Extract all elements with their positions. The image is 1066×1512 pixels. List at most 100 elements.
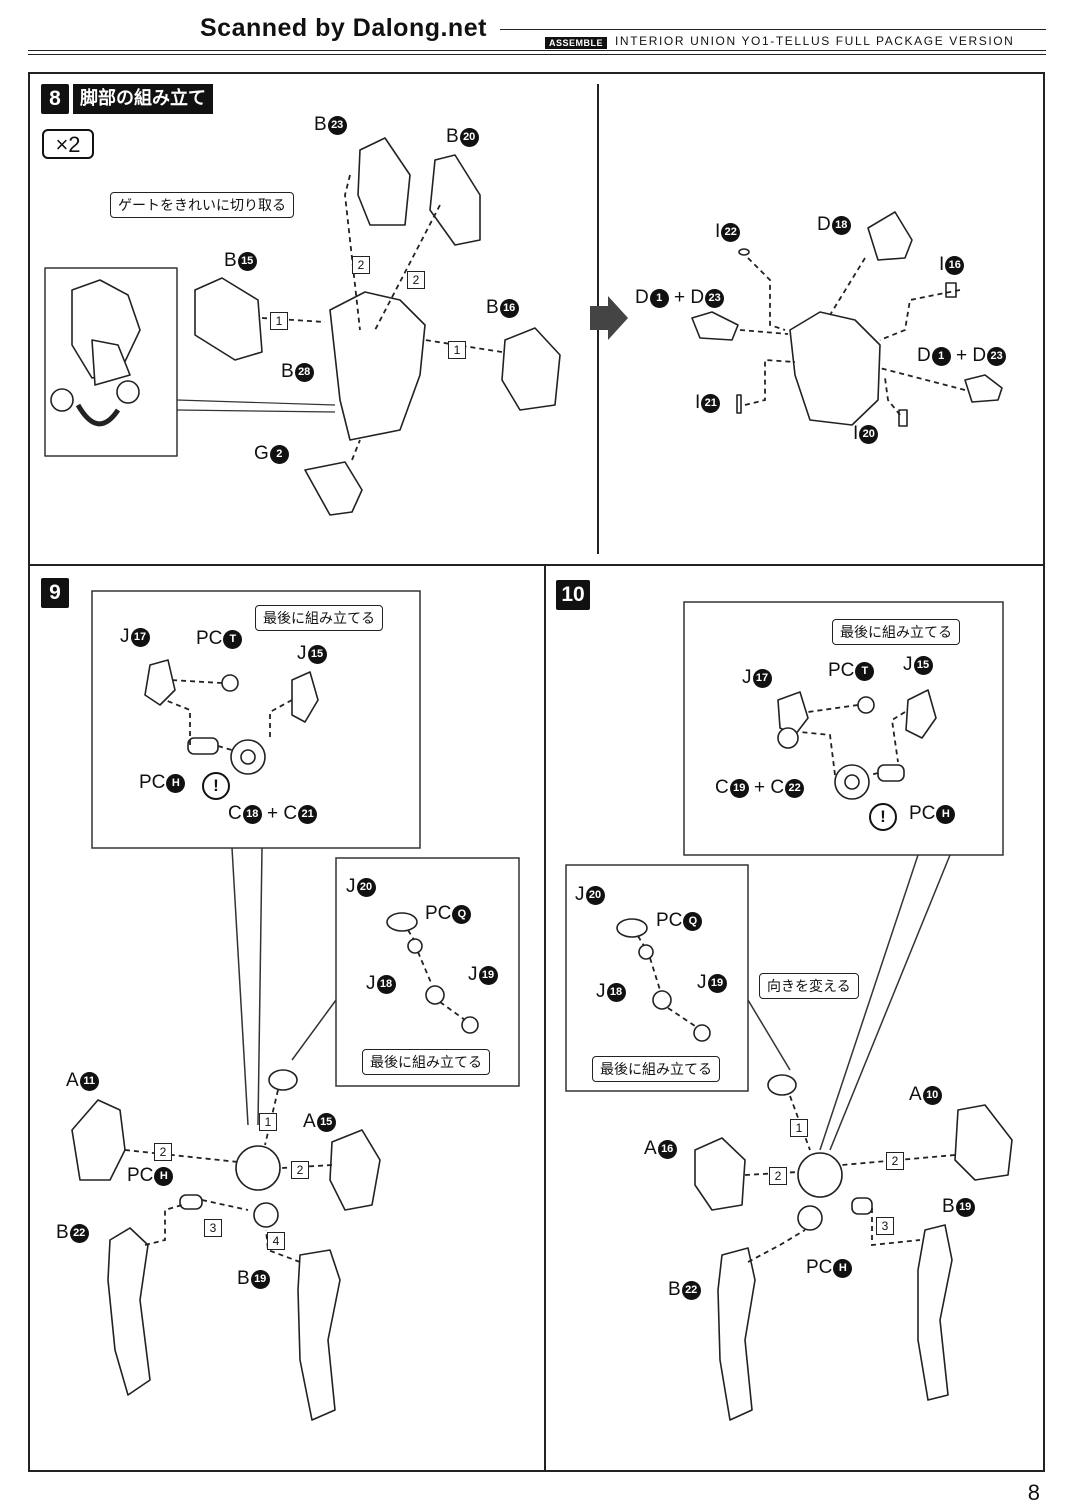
part-letter: B bbox=[237, 1268, 250, 1289]
part-number-badge: 21 bbox=[298, 805, 318, 824]
part-letter: J bbox=[120, 626, 130, 647]
sequence-badge: 2 bbox=[352, 256, 370, 274]
inset-box-b bbox=[335, 857, 520, 1087]
part-letter: PC bbox=[139, 772, 166, 793]
part-number-badge: 20 bbox=[356, 878, 376, 897]
guide-line bbox=[649, 957, 661, 991]
part-letter: B bbox=[486, 297, 499, 318]
scan-watermark: Scanned by Dalong.net bbox=[200, 14, 487, 42]
quantity-multiplier: ×2 bbox=[42, 129, 94, 159]
part-letter: B bbox=[56, 1222, 69, 1243]
guide-line bbox=[164, 699, 191, 745]
part-letter: PC bbox=[828, 660, 855, 681]
step-number: 10 bbox=[556, 580, 590, 610]
callout-line bbox=[257, 847, 263, 1126]
part-pcq bbox=[638, 944, 654, 960]
part-number-badge: 22 bbox=[69, 1224, 89, 1243]
callout-line bbox=[231, 847, 249, 1126]
part-number-badge: 22 bbox=[681, 1281, 701, 1300]
part-number-badge: 17 bbox=[130, 628, 150, 647]
part-number-badge: 21 bbox=[701, 394, 721, 413]
part-letter: J bbox=[903, 654, 913, 675]
part-j19 bbox=[461, 1016, 479, 1034]
part-letter: D bbox=[917, 345, 931, 366]
guide-line bbox=[744, 359, 796, 406]
part-number-badge: 19 bbox=[955, 1198, 975, 1217]
part-number-badge: 28 bbox=[294, 363, 314, 382]
part-letter: A bbox=[644, 1138, 657, 1159]
guide-line bbox=[667, 1007, 699, 1029]
part-letter: C bbox=[770, 777, 785, 798]
sequence-badge: 4 bbox=[267, 1232, 285, 1250]
part-number-badge: 17 bbox=[752, 669, 772, 688]
sequence-badge: 1 bbox=[270, 312, 288, 330]
guide-line bbox=[144, 1204, 183, 1246]
part-j17-peg bbox=[777, 727, 799, 749]
part-number-badge: 15 bbox=[913, 656, 933, 675]
part-b19 bbox=[297, 1249, 341, 1421]
part-letter: A bbox=[909, 1084, 922, 1105]
part-number-badge: 18 bbox=[242, 805, 262, 824]
caution-icon: ! bbox=[869, 803, 897, 831]
part-letter: A bbox=[66, 1070, 79, 1091]
part-letter: J bbox=[468, 964, 478, 985]
part-j17 bbox=[777, 691, 809, 736]
guide-line bbox=[747, 257, 786, 331]
part-b16 bbox=[501, 327, 561, 411]
part-assembly-right bbox=[789, 311, 881, 426]
part-b22 bbox=[717, 1247, 756, 1421]
part-letter: PC bbox=[909, 803, 936, 824]
part-number-badge: T bbox=[855, 662, 875, 681]
part-number-badge: 15 bbox=[316, 1113, 336, 1132]
part-pch-main bbox=[851, 1197, 873, 1215]
header-rule bbox=[28, 50, 1046, 51]
guide-line bbox=[879, 367, 966, 391]
gate-inset-box bbox=[44, 267, 178, 457]
part-core bbox=[235, 1145, 281, 1191]
part-c19-c22-hole bbox=[844, 774, 860, 790]
guide-line bbox=[799, 731, 836, 776]
part-letter: PC bbox=[196, 628, 223, 649]
step-number: 8 bbox=[41, 84, 69, 114]
part-number-badge: 20 bbox=[859, 425, 879, 444]
product-title: INTERIOR UNION YO1-TELLUS FULL PACKAGE V… bbox=[615, 34, 1015, 48]
part-pcq bbox=[407, 938, 423, 954]
part-number-badge: 18 bbox=[831, 216, 851, 235]
part-core-lower bbox=[253, 1202, 279, 1228]
part-number-badge: Q bbox=[452, 905, 472, 924]
part-d1-d23-right bbox=[964, 374, 1003, 403]
part-a10 bbox=[954, 1104, 1013, 1181]
guide-line bbox=[344, 174, 361, 331]
part-number-badge: H bbox=[166, 774, 186, 793]
part-number-badge: 20 bbox=[459, 128, 479, 147]
sequence-badge: 3 bbox=[204, 1219, 222, 1237]
sequence-badge: 3 bbox=[876, 1217, 894, 1235]
part-j19 bbox=[693, 1024, 711, 1042]
part-number-badge: 19 bbox=[478, 966, 498, 985]
part-letter: J bbox=[697, 972, 707, 993]
callout-line bbox=[747, 999, 791, 1071]
part-number-badge: 1 bbox=[931, 347, 951, 366]
part-joint-top bbox=[268, 1069, 298, 1091]
part-number-badge: 1 bbox=[649, 289, 669, 308]
guide-line bbox=[417, 951, 433, 986]
next-arrow-icon bbox=[590, 296, 628, 340]
